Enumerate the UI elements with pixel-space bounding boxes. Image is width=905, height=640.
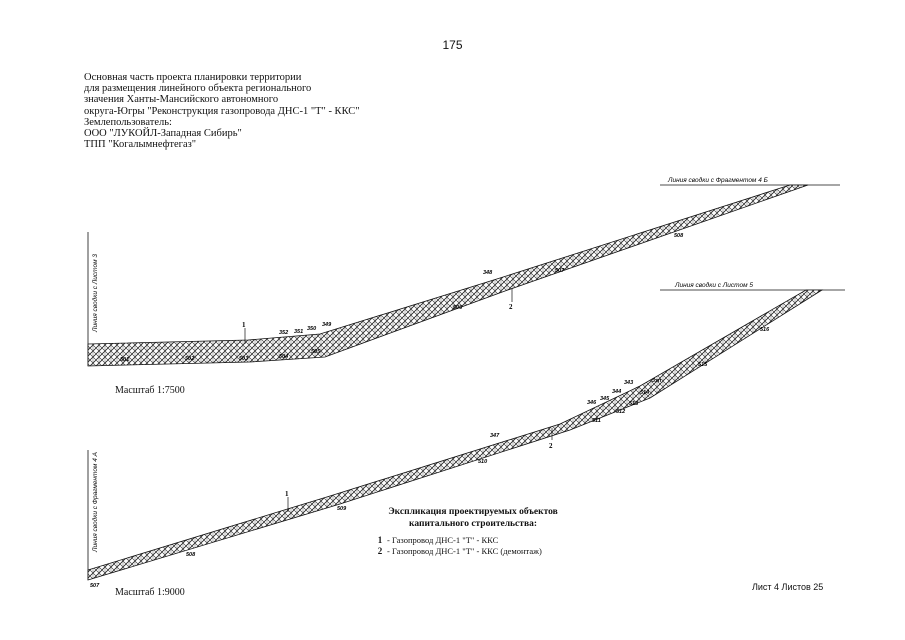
point-label: 508 xyxy=(674,233,684,239)
parcel-label: 345 xyxy=(600,396,610,402)
parcel-label: 350 xyxy=(307,326,316,332)
drawing2: Линия сводки с Фрагментом 4 А Линия свод… xyxy=(87,281,845,589)
legend-text: - Газопровод ДНС-1 "Т" - ККС (демонтаж) xyxy=(387,545,542,556)
header-line: ООО "ЛУКОЙЛ-Западная Сибирь" xyxy=(84,128,242,140)
point-label: 510 xyxy=(478,459,487,465)
parcel-label: 351 xyxy=(294,329,303,335)
point-label: 515 xyxy=(698,362,708,368)
point-label: 507 xyxy=(555,268,565,274)
legend-item: 1 - Газопровод ДНС-1 "Т" - ККС xyxy=(373,534,573,545)
header-line: значения Ханты-Мансийского автономного xyxy=(84,94,279,106)
parcel-label: 346 xyxy=(587,400,597,406)
legend-title-line: Экспликация проектируемых объектов xyxy=(388,507,558,517)
marker-2: 2 xyxy=(549,442,553,450)
legend-text: - Газопровод ДНС-1 "Т" - ККС xyxy=(387,534,499,545)
drawing1: Линия сводки с Листом 3 Линия сводки с Ф… xyxy=(87,176,840,367)
document-header: Основная часть проекта планировки террит… xyxy=(84,72,414,150)
header-line: Землепользователь: xyxy=(84,116,172,128)
parcel-label: 349 xyxy=(322,322,332,328)
header-line: Основная часть проекта планировки террит… xyxy=(84,72,302,83)
legend-title-line: капитального строительства: xyxy=(409,519,537,529)
match-line-right-label-2: Линия сводки с Листом 5 xyxy=(674,281,753,289)
legend-title: Экспликация проектируемых объектов капит… xyxy=(373,506,573,530)
legend-item: 2 - Газопровод ДНС-1 "Т" - ККС (демонтаж… xyxy=(373,545,573,556)
parcel-label: 347 xyxy=(490,433,500,439)
scale-label-1: Масштаб 1:7500 xyxy=(115,385,185,396)
parcel-label: 343 xyxy=(624,380,633,386)
corridor-2 xyxy=(87,289,824,581)
parcel-label: 352 xyxy=(279,330,288,336)
point-label: 513 xyxy=(629,401,638,407)
match-line-left-label-1: Линия сводки с Листом 3 xyxy=(91,254,99,333)
marker-1: 1 xyxy=(285,490,289,498)
marker-2: 2 xyxy=(509,303,513,311)
match-line-left-label-2: Линия сводки с Фрагментом 4 А xyxy=(91,452,99,553)
page-number: 175 xyxy=(442,38,463,52)
point-label: 507 xyxy=(90,583,100,589)
sheet-label: Лист 4 Листов 25 xyxy=(752,582,824,592)
header-line: для размещения линейного объекта региона… xyxy=(84,83,312,95)
legend: Экспликация проектируемых объектов капит… xyxy=(373,506,573,556)
legend-marker: 1 xyxy=(377,534,383,545)
point-label: 504 xyxy=(279,354,288,360)
parcel-label: 344 xyxy=(612,389,621,395)
parcel-label: 348 xyxy=(483,270,493,276)
corridor-1 xyxy=(87,184,809,367)
point-label: 505 xyxy=(311,349,321,355)
scale-label-2: Масштаб 1:9000 xyxy=(115,587,185,598)
point-label: 512 xyxy=(616,409,625,415)
parcel-label: 3зп xyxy=(652,378,662,384)
point-label: 503 xyxy=(239,356,248,362)
header-line: округа-Югры "Реконструкция газопровода Д… xyxy=(84,105,360,117)
point-label: 506 xyxy=(453,305,463,311)
legend-marker: 2 xyxy=(377,545,383,556)
header-line: ТПП "Когалымнефтегаз" xyxy=(84,139,197,151)
match-line-right-label-1: Линия сводки с Фрагментом 4 Б xyxy=(667,176,768,184)
point-label: 508 xyxy=(186,552,196,558)
point-label: 514 xyxy=(640,390,649,396)
point-label: 509 xyxy=(337,506,347,512)
point-label: 516 xyxy=(760,327,770,333)
point-label: 502 xyxy=(185,356,194,362)
marker-1: 1 xyxy=(242,321,246,329)
point-label: 501 xyxy=(120,357,129,363)
point-label: 511 xyxy=(592,418,601,424)
